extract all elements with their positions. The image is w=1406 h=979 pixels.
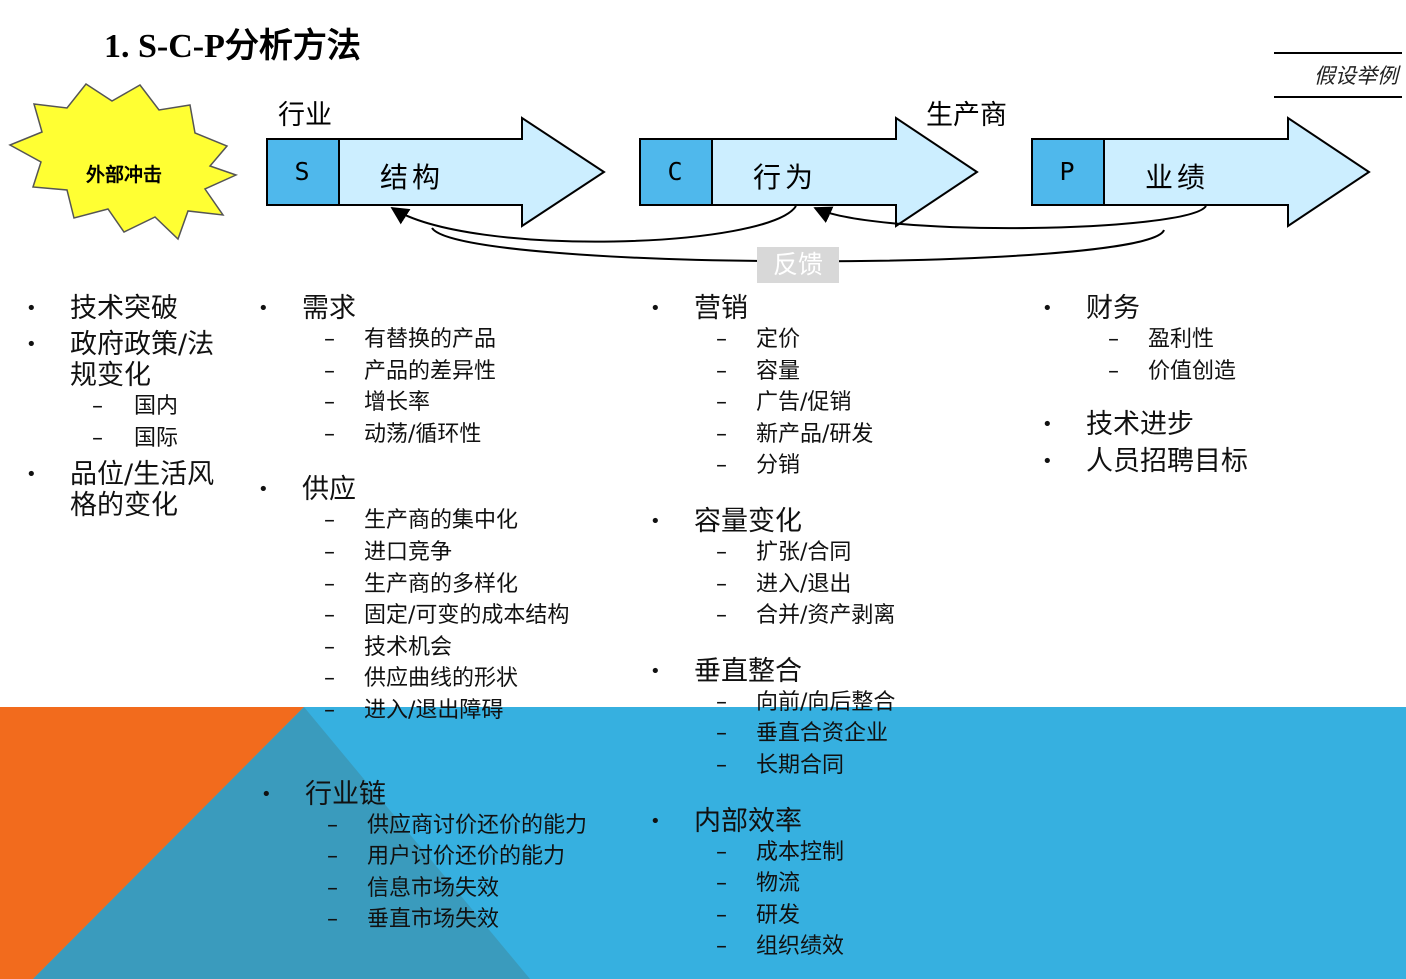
group-title: 人员招聘目标 (1086, 446, 1248, 478)
list-item: 垂直整合 向前/向后整合 垂直合资企业 长期合同 (650, 656, 950, 782)
sub-item: 进口竞争 (302, 537, 638, 569)
sub-item: 动荡/循环性 (302, 419, 638, 451)
sub-item: 用户讨价还价的能力 (305, 841, 641, 873)
sub-item: 新产品/研发 (694, 419, 950, 451)
list-item: 人员招聘目标 (1042, 446, 1342, 478)
producer-label: 生产商 (926, 100, 1007, 131)
group-title: 垂直整合 (694, 655, 802, 687)
list-item: 政府政策/法规变化 国内 国际 (26, 329, 236, 454)
feedback-label: 反馈 (757, 247, 839, 283)
sub-item: 增长率 (302, 387, 638, 419)
group-title: 内部效率 (694, 805, 802, 837)
group-title: 品位/生活风格的变化 (70, 459, 215, 522)
list-item: 技术进步 (1042, 409, 1342, 441)
sub-item: 产品的差异性 (302, 356, 638, 388)
sub-item: 供应曲线的形状 (302, 663, 638, 695)
sub-item: 扩张/合同 (694, 537, 950, 569)
structure-letter-box (266, 138, 340, 206)
feedback-curve-to-structure (390, 205, 797, 243)
performance-letter: P (1059, 157, 1075, 186)
list-item: 技术突破 (26, 293, 236, 325)
conduct-letter: C (667, 157, 683, 186)
sub-item: 供应商讨价还价的能力 (305, 810, 641, 842)
sub-item: 分销 (694, 450, 950, 482)
sub-item: 技术机会 (302, 632, 638, 664)
sub-item: 垂直合资企业 (694, 718, 950, 750)
sub-item: 垂直市场失效 (305, 904, 641, 936)
sub-item: 价值创造 (1086, 356, 1342, 388)
sub-item: 进入/退出障碍 (302, 695, 638, 727)
conduct-letter-box (639, 138, 713, 206)
list-item: 行业链 供应商讨价还价的能力 用户讨价还价的能力 信息市场失效 垂直市场失效 (261, 779, 641, 936)
sub-item: 研发 (694, 900, 950, 932)
sub-item: 进入/退出 (694, 569, 950, 601)
sub-item: 信息市场失效 (305, 873, 641, 905)
list-item: 财务 盈利性 价值创造 (1042, 293, 1342, 387)
list-item: 需求 有替换的产品 产品的差异性 增长率 动荡/循环性 (258, 293, 638, 450)
sub-item: 国内 (70, 391, 236, 423)
structure-column: 需求 有替换的产品 产品的差异性 增长率 动荡/循环性 供应 生产商的集中化 进… (258, 293, 638, 936)
sub-item: 广告/促销 (694, 387, 950, 419)
external-shock-label: 外部冲击 (85, 164, 162, 186)
sub-item: 有替换的产品 (302, 324, 638, 356)
group-title: 技术突破 (70, 293, 178, 324)
example-tag-text: 假设举例 (1314, 64, 1398, 88)
group-title: 需求 (302, 293, 356, 324)
list-item: 品位/生活风格的变化 (26, 459, 236, 521)
feedback-curve-to-conduct (813, 205, 1207, 230)
group-title: 供应 (302, 474, 356, 506)
external-shock-burst (8, 82, 239, 241)
group-title: 财务 (1086, 293, 1140, 324)
performance-word: 业绩 (1145, 161, 1210, 194)
list-item: 内部效率 成本控制 物流 研发 组织绩效 (650, 806, 950, 963)
structure-word: 结构 (380, 161, 445, 194)
structure-letter: S (294, 157, 310, 186)
sub-item: 国际 (70, 423, 236, 455)
sub-item: 合并/资产剥离 (694, 600, 950, 632)
group-title: 营销 (694, 293, 748, 324)
sub-item: 生产商的多样化 (302, 569, 638, 601)
conduct-word: 行为 (753, 161, 818, 194)
page-title: 1. S-C-P分析方法 (104, 28, 361, 65)
shock-factors-column: 技术突破 政府政策/法规变化 国内 国际 品位/生活风格的变化 (26, 293, 236, 521)
example-tag: 假设举例 (1274, 52, 1402, 98)
sub-item: 盈利性 (1086, 324, 1342, 356)
list-item: 营销 定价 容量 广告/促销 新产品/研发 分销 (650, 293, 950, 482)
sub-item: 物流 (694, 868, 950, 900)
sub-item: 固定/可变的成本结构 (302, 600, 638, 632)
sub-item: 生产商的集中化 (302, 505, 638, 537)
sub-item: 向前/向后整合 (694, 687, 950, 719)
sub-item: 成本控制 (694, 837, 950, 869)
performance-letter-box (1031, 138, 1105, 206)
industry-label: 行业 (278, 100, 332, 131)
group-title: 容量变化 (694, 505, 802, 537)
orange-triangle (0, 707, 304, 979)
sub-item: 定价 (694, 324, 950, 356)
conduct-column: 营销 定价 容量 广告/促销 新产品/研发 分销 容量变化 扩张/合同 进入/退… (650, 293, 950, 963)
sub-item: 组织绩效 (694, 931, 950, 963)
group-title: 政府政策/法规变化 (70, 329, 215, 391)
sub-item: 长期合同 (694, 750, 950, 782)
group-title: 行业链 (305, 778, 386, 810)
group-title: 技术进步 (1086, 409, 1194, 441)
sub-item: 容量 (694, 356, 950, 388)
performance-column: 财务 盈利性 价值创造 技术进步 人员招聘目标 (1042, 293, 1342, 478)
list-item: 供应 生产商的集中化 进口竞争 生产商的多样化 固定/可变的成本结构 技术机会 … (258, 474, 638, 726)
list-item: 容量变化 扩张/合同 进入/退出 合并/资产剥离 (650, 506, 950, 632)
